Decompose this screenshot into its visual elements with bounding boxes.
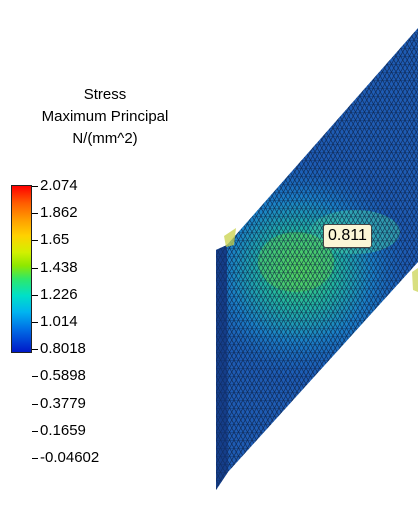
edge-hotspot	[412, 268, 418, 292]
legend-tick	[32, 294, 38, 296]
legend-tick	[32, 213, 38, 215]
legend-tick	[32, 376, 38, 378]
legend-tick	[32, 267, 38, 269]
probe-value-label[interactable]: 0.811	[323, 224, 372, 248]
legend-tick-label: 1.862	[40, 204, 78, 222]
legend-tick-label: 0.8018	[40, 340, 86, 358]
legend-tick	[32, 349, 38, 351]
legend-tick	[32, 240, 38, 242]
legend-tick	[32, 403, 38, 405]
legend-tick-label: -0.04602	[40, 449, 100, 466]
legend-tick-label: 1.65	[40, 231, 70, 249]
legend-tick	[32, 430, 38, 432]
legend-tick-label: 0.1659	[40, 421, 86, 439]
legend-tick	[32, 186, 38, 187]
legend-title-component: Maximum Principal	[41, 108, 169, 125]
legend-title-quantity: Stress	[83, 86, 127, 103]
legend-tick-label: 1.226	[40, 285, 78, 303]
legend-tick-label: 0.3779	[40, 394, 86, 412]
legend-tick-label: 1.438	[40, 258, 78, 276]
legend-tick-label: 0.5898	[40, 367, 86, 385]
legend-colorbar	[11, 185, 32, 353]
legend-tick	[32, 322, 38, 323]
legend-tick	[32, 458, 38, 459]
legend-tick-label: 1.014	[40, 313, 78, 330]
legend-title-units: N/(mm^2)	[72, 130, 138, 147]
plate-face	[216, 28, 418, 490]
legend-tick-label: 2.074	[40, 177, 78, 194]
corner-hotspot	[224, 228, 236, 247]
